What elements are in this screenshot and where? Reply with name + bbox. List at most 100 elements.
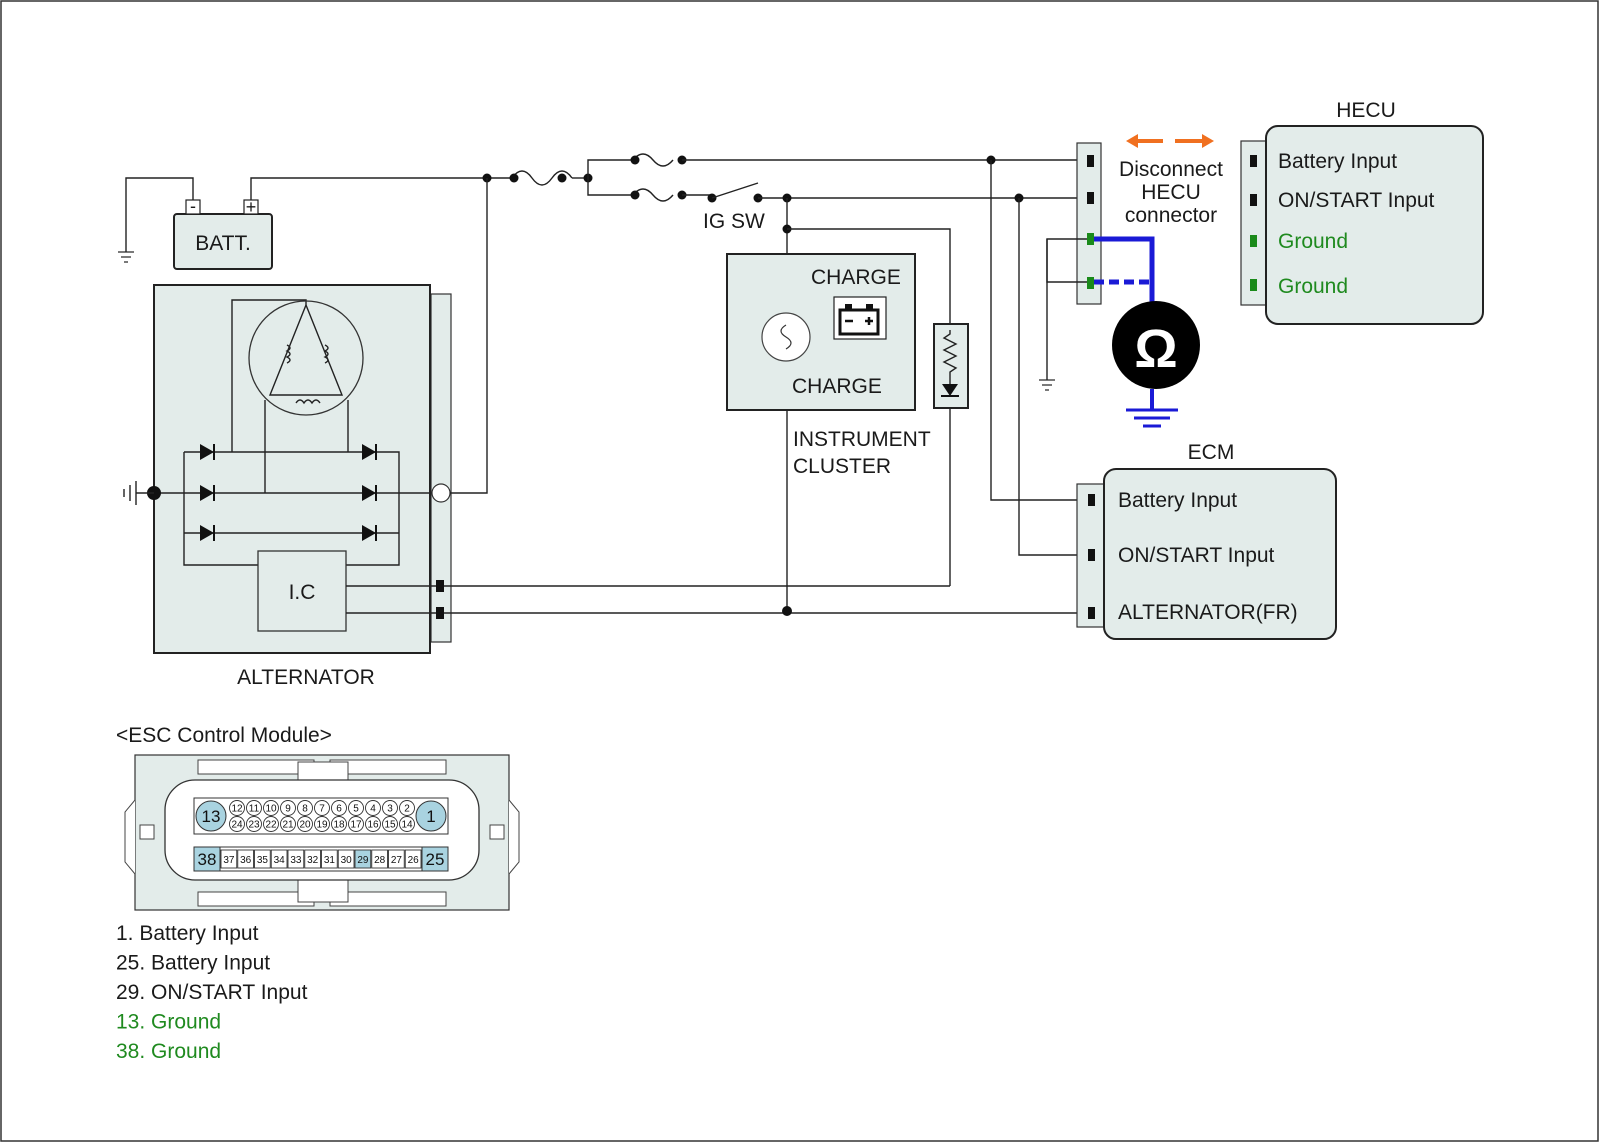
ohmmeter-symbol: Ω (1134, 319, 1177, 379)
battery: - + BATT. (173, 196, 273, 270)
ecm-title: ECM (1188, 441, 1235, 464)
cluster-label-line2: CLUSTER (793, 455, 891, 478)
hecu-pin-ground-2: Ground (1278, 275, 1348, 298)
hecu-title: HECU (1336, 99, 1396, 122)
pin-legend-item: 13. Ground (116, 1011, 221, 1034)
esc-pin-34 (270, 849, 288, 869)
ecm-pin-on-start-input: ON/START Input (1118, 544, 1275, 567)
esc-pin-2 (399, 800, 415, 816)
esc-pin-label: 6 (336, 804, 342, 815)
esc-pin-label: 37 (223, 855, 235, 866)
esc-pin-label: 30 (341, 855, 353, 866)
pin-legend-item: 1. Battery Input (116, 922, 259, 945)
esc-pin-7 (314, 800, 330, 816)
esc-pin-25: 25 (426, 850, 445, 869)
esc-pin-label: 16 (367, 820, 379, 831)
esc-pin-label: 28 (374, 855, 386, 866)
pin-legend-item: 29. ON/START Input (116, 981, 308, 1004)
cluster-label-line1: INSTRUMENT (793, 428, 931, 451)
disconnect-note-line1: Disconnect (1119, 158, 1223, 181)
esc-pin-label: 23 (248, 820, 260, 831)
resistor-diode-module (933, 323, 969, 409)
esc-pin-20 (297, 816, 313, 832)
esc-pin-label: 14 (401, 820, 413, 831)
instrument-cluster: CHARGE CHARGE INSTRUMENT CLUSTER (726, 253, 931, 478)
ecm-pin-battery-input: Battery Input (1118, 489, 1237, 512)
esc-pin-37 (220, 849, 238, 869)
battery-pos-label: + (246, 197, 257, 217)
hecu-module: HECU Battery Input ON/START Input Ground… (1240, 99, 1484, 325)
hecu-pin-ground-1: Ground (1278, 230, 1348, 253)
esc-pin-label: 34 (274, 855, 286, 866)
esc-pin-label: 35 (257, 855, 269, 866)
esc-pin-8 (297, 800, 313, 816)
esc-pin-13: 13 (202, 807, 221, 826)
charge-label-top: CHARGE (811, 266, 901, 289)
esc-pin-14 (399, 816, 415, 832)
esc-pin-label: 32 (307, 855, 319, 866)
esc-pin-label: 36 (240, 855, 252, 866)
esc-pin-label: 17 (350, 820, 362, 831)
ig-switch-label: IG SW (703, 210, 765, 233)
esc-module-title: <ESC Control Module> (116, 724, 332, 747)
esc-pin-21 (280, 816, 296, 832)
esc-pin-label: 33 (290, 855, 302, 866)
esc-pin-22 (263, 816, 279, 832)
esc-pin-23 (246, 816, 262, 832)
esc-pin-27 (388, 849, 405, 869)
esc-pin-6 (331, 800, 347, 816)
disconnect-arrows (1126, 134, 1214, 148)
esc-pin-11 (246, 800, 262, 816)
ground-icon (118, 251, 134, 263)
disconnect-note-line2: HECU (1141, 181, 1201, 204)
charge-label-bottom: CHARGE (792, 375, 882, 398)
esc-pin-18 (331, 816, 347, 832)
battery-label: BATT. (195, 232, 251, 255)
esc-pin-label: 21 (282, 820, 294, 831)
esc-pin-35 (254, 849, 271, 869)
esc-pin-31 (321, 849, 338, 869)
esc-pin-32 (304, 849, 321, 869)
esc-pin-label: 12 (231, 804, 243, 815)
esc-pin-16 (365, 816, 381, 832)
esc-pin-label: 24 (231, 820, 243, 831)
esc-pin-label: 5 (353, 804, 359, 815)
esc-pin-15 (382, 816, 398, 832)
esc-pin-label: 3 (387, 804, 393, 815)
esc-pin-label: 10 (265, 804, 277, 815)
esc-pin-label: 4 (370, 804, 376, 815)
esc-pin-4 (365, 800, 381, 816)
ground-icon (1039, 379, 1055, 391)
alternator: I.C ALTERNATOR (153, 284, 452, 689)
hecu-pin-on-start-input: ON/START Input (1278, 189, 1435, 212)
esc-pin-38: 38 (198, 850, 217, 869)
esc-pin-label: 18 (333, 820, 345, 831)
esc-pin-10 (263, 800, 279, 816)
battery-neg-label: - (190, 196, 196, 216)
ic-label: I.C (289, 581, 316, 604)
esc-pin-29 (354, 849, 372, 869)
esc-pin-1: 1 (426, 807, 435, 826)
ohmmeter-icon: Ω (1112, 301, 1200, 389)
esc-pin-9 (280, 800, 296, 816)
pin-legend-item: 25. Battery Input (116, 952, 270, 975)
pin-legend: 1. Battery Input 25. Battery Input 29. ON/… (116, 922, 308, 1063)
esc-pin-3 (382, 800, 398, 816)
chassis-ground-icon (123, 481, 137, 505)
esc-pin-label: 27 (391, 855, 403, 866)
esc-pin-label: 2 (404, 804, 410, 815)
esc-pin-label: 20 (299, 820, 311, 831)
esc-pin-label: 8 (302, 804, 308, 815)
esc-pin-24 (229, 816, 245, 832)
disconnect-note-line3: connector (1125, 204, 1217, 227)
esc-pin-label: 22 (265, 820, 277, 831)
esc-pin-26 (404, 849, 422, 869)
esc-pin-label: 15 (384, 820, 396, 831)
esc-pin-5 (348, 800, 364, 816)
esc-pin-label: 19 (316, 820, 328, 831)
esc-pin-28 (371, 849, 388, 869)
esc-pin-36 (237, 849, 254, 869)
esc-pin-label: 11 (249, 804, 260, 815)
